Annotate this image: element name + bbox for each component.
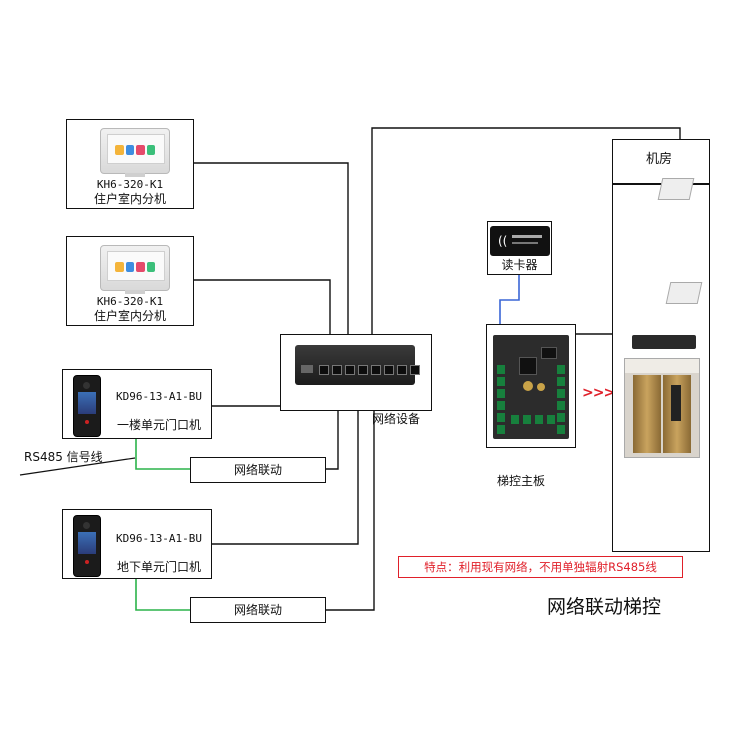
rs485-label: RS485 信号线 xyxy=(24,450,103,464)
feature-note-text: 特点：利用现有网络，不用单独辐射RS485线 xyxy=(424,560,657,574)
switch-icon xyxy=(295,345,420,385)
indoor-unit-1-name: 住户室内分机 xyxy=(93,192,166,206)
linkage-box-2-label: 网络联动 xyxy=(233,603,282,617)
control-board-box xyxy=(486,324,576,448)
rs485-wire-1 xyxy=(135,438,190,470)
door-station-icon xyxy=(73,515,101,577)
rs485-wire-2 xyxy=(135,578,190,611)
reader-board-wire xyxy=(499,274,520,345)
elevator-car-icon xyxy=(624,358,700,458)
network-switch-box xyxy=(280,334,432,411)
door-station-2-name: 地下单元门口机 xyxy=(116,560,201,574)
door-station-icon xyxy=(73,375,101,437)
access-point-icon xyxy=(657,178,695,200)
indoor-unit-2-model: KH6-320-K1 xyxy=(96,295,164,308)
indoor-monitor-icon xyxy=(100,245,170,294)
indoor-unit-1-model: KH6-320-K1 xyxy=(96,178,164,191)
linkage-box-1: 网络联动 xyxy=(190,457,326,483)
door-station-2-box: KD96-13-A1-BU 地下单元门口机 xyxy=(62,509,212,579)
linkage-box-2: 网络联动 xyxy=(190,597,326,623)
door-station-1-name: 一楼单元门口机 xyxy=(116,418,201,432)
feature-note-box: 特点：利用现有网络，不用单独辐射RS485线 xyxy=(398,556,683,578)
card-reader-icon: (( xyxy=(490,226,550,256)
control-board-icon xyxy=(493,335,569,439)
door-station-1-model: KD96-13-A1-BU xyxy=(115,390,203,403)
card-reader-label: 读卡器 xyxy=(501,258,538,272)
indoor-unit-2-box: KH6-320-K1 住户室内分机 xyxy=(66,236,194,326)
indoor-unit-2-name: 住户室内分机 xyxy=(93,309,166,323)
rs485-signal-line xyxy=(19,457,136,476)
wifi-bridge-icon xyxy=(665,282,703,304)
control-board-label: 梯控主板 xyxy=(497,474,546,488)
machine-room-label: 机房 xyxy=(646,152,673,167)
wire-linkage2-switch xyxy=(326,370,375,611)
diagram-title: 网络联动梯控 xyxy=(547,596,662,618)
wire-door2-switch xyxy=(212,370,359,545)
wire-indoor1-switch xyxy=(194,162,349,370)
direction-arrows: >>> xyxy=(582,385,615,401)
door-station-2-model: KD96-13-A1-BU xyxy=(115,532,203,545)
indoor-monitor-icon xyxy=(100,128,170,177)
door-station-1-box: KD96-13-A1-BU 一楼单元门口机 xyxy=(62,369,212,439)
shaft-switch-icon xyxy=(632,335,696,349)
linkage-box-1-label: 网络联动 xyxy=(233,463,282,477)
card-reader-box: (( 读卡器 xyxy=(487,221,552,275)
indoor-unit-1-box: KH6-320-K1 住户室内分机 xyxy=(66,119,194,209)
switch-label: 网络设备 xyxy=(372,412,421,426)
